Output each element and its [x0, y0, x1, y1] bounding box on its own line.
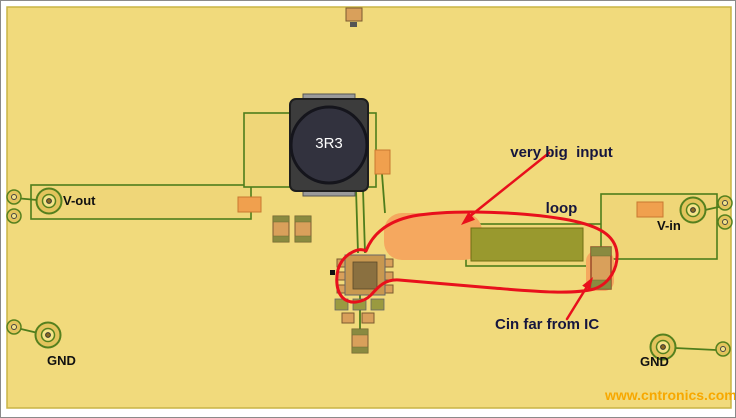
- vout-connector: [35, 187, 63, 215]
- board-edge-vias: [6, 189, 733, 357]
- top-component-pad: [350, 22, 357, 27]
- pad-hole: [660, 344, 666, 350]
- input-loop-text-line2: loop: [545, 199, 578, 217]
- vout-label: V-out: [63, 193, 96, 208]
- watermark: www.cntronics.com: [605, 387, 736, 403]
- arrow-shaft: [467, 151, 551, 219]
- input-loop-annotation-text: very big input loop: [479, 106, 644, 256]
- cap-end: [294, 235, 312, 243]
- pad-left-of-caps: [237, 196, 262, 213]
- pad-hole: [690, 207, 696, 213]
- edge-via-hole: [720, 346, 726, 352]
- edge-stub-gnd-right: [674, 347, 717, 351]
- cap-end: [272, 235, 290, 243]
- gnd-pad-right: [649, 333, 677, 361]
- top-edge-component: [345, 7, 363, 27]
- inductor-core: [289, 105, 369, 185]
- cin-annotation-text: Cin far from IC: [495, 316, 600, 333]
- gnd-right-label: GND: [640, 354, 669, 369]
- small-components-cluster: [334, 298, 385, 354]
- gnd-left-label: GND: [47, 353, 76, 368]
- vout-trace: [30, 184, 252, 220]
- output-capacitors: [272, 215, 312, 243]
- small-pad: [334, 298, 349, 311]
- pad-to-loop-trace: [381, 173, 386, 214]
- vin-connector: [679, 196, 707, 224]
- arrow-head: [461, 212, 475, 225]
- cap-end: [590, 246, 612, 257]
- inductor-to-ic-trace: [355, 188, 359, 254]
- input-loop-text-line1: very big input: [510, 143, 613, 161]
- cap-end: [272, 215, 290, 223]
- small-pad: [352, 298, 367, 311]
- vin-label: V-in: [657, 218, 681, 233]
- edge-via-hole: [11, 194, 17, 200]
- inductor-to-ic-trace-2: [362, 188, 366, 254]
- edge-via-hole: [11, 213, 17, 219]
- input-loop-arrow: [461, 151, 551, 225]
- pad-vin: [636, 201, 664, 218]
- inductor-value-label: 3R3: [315, 135, 343, 152]
- pad-right-of-inductor: [374, 149, 391, 175]
- small-component: [341, 312, 355, 324]
- ic-die: [352, 261, 378, 290]
- cap-end: [351, 328, 369, 336]
- edge-via-hole: [722, 219, 728, 225]
- ic-chip: [330, 254, 394, 296]
- top-component-body: [345, 7, 363, 22]
- arrow-head: [582, 277, 593, 291]
- input-loop-highlight: [384, 213, 482, 260]
- cap-end: [294, 215, 312, 223]
- cin-arrow: [565, 277, 593, 321]
- pad-hole: [45, 332, 51, 338]
- small-component: [361, 312, 375, 324]
- gnd-pad-left: [34, 321, 62, 349]
- arrow-shaft: [565, 283, 590, 321]
- small-pad: [370, 298, 385, 311]
- edge-via-hole: [11, 324, 17, 330]
- edge-via-hole: [722, 200, 728, 206]
- inductor: [289, 93, 369, 197]
- pin1-dot: [330, 270, 335, 275]
- input-loop-annotation: [335, 210, 619, 304]
- copper-pour: [470, 227, 584, 262]
- cap-end: [351, 346, 369, 354]
- pad-hole: [46, 198, 52, 204]
